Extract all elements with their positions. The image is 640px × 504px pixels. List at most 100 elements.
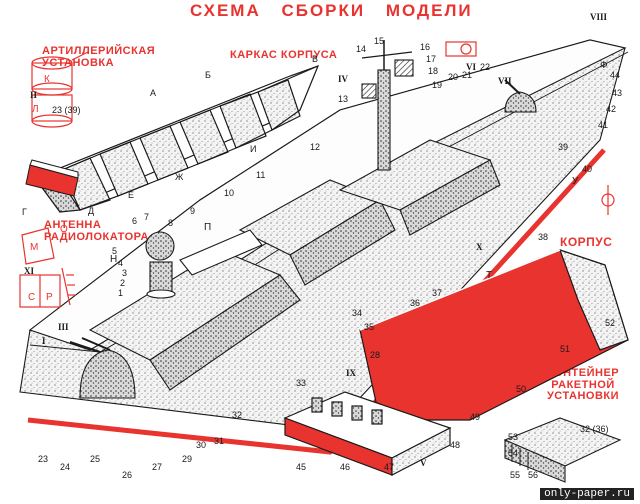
roman-callout: IV [338,74,349,84]
part-number-label: 42 [606,104,616,114]
part-number-label: 3 [122,268,127,278]
part-number-label: 20 [448,72,458,82]
missile-launchers [311,397,383,425]
part-number-label: 37 [432,288,442,298]
part-number-label: 10 [224,188,234,198]
hull-label: КОРПУС [560,235,613,249]
part-number-label: 36 [410,298,420,308]
frame-letter: Г [22,207,27,217]
watermark: only-paper.ru [540,488,634,500]
part-number-label: 6 [132,216,137,226]
part-number-label: 40 [582,164,592,174]
letter-callout: Л [32,104,39,115]
hull-frame-drawing [33,64,320,213]
frame-letter: Д [88,206,94,216]
part-number-label: 24 [60,462,70,472]
part-number-label: 16 [420,42,430,52]
red-hull-drawing [359,249,629,421]
container-inset [503,417,622,483]
part-number-label: 2 [120,278,125,288]
part-number-label: 47 [384,462,394,472]
part-number-label: 23 [38,454,48,464]
part-number-label: 48 [450,440,460,450]
frame-letter: Ж [175,172,184,182]
superstructure [88,139,501,391]
part-number-label: 19 [432,80,442,90]
letter-callout: П [204,222,211,233]
main-ship [19,39,629,455]
part-number-label: 22 [480,62,490,72]
part-number-label: 14 [356,44,366,54]
part-number-label: 1 [118,288,123,298]
radar-antenna-label: АНТЕННА РАДИОЛОКАТОРА [44,219,149,243]
part-number-label: 15 [374,36,384,46]
part-number-label: 28 [370,350,380,360]
part-number-label: 13 [338,94,348,104]
part-number-label: 41 [598,120,608,130]
letter-callout: Р [46,292,53,303]
part-number-label: 4 [118,258,123,268]
part-number-label: 31 [214,436,224,446]
part-number-label: 33 [296,378,306,388]
missile-container-label: КОНТЕЙНЕР РАКЕТНОЙ УСТАНОВКИ [546,367,620,403]
roman-callout: VI [466,62,476,72]
artillery-mount-label: АРТИЛЛЕРИЙСКАЯ УСТАНОВКА [42,45,156,69]
part-number-label: 34 [352,308,362,318]
part-number-label: 12 [310,142,320,152]
frame-letter: Б [205,70,211,80]
part-number-label: 8 [168,218,173,228]
letter-callout: С [28,292,35,303]
part-number-label: 56 [528,470,538,480]
part-number-label: 11 [256,170,265,180]
part-number-label: 51 [560,344,570,354]
radar-mast [361,40,414,171]
red-bow-piece [25,159,79,197]
aft-gun-turret [69,337,136,399]
forward-gun-turret [504,79,537,113]
antenna-inset [19,227,76,308]
part-number-label: 30 [196,440,206,450]
radar-dome [145,231,176,299]
part-number-label: 26 [122,470,132,480]
part-number-label: 9 [190,206,195,216]
part-number-label: 52 [605,318,615,328]
roman-callout: VII [498,76,512,86]
small-red-parts [445,41,615,215]
part-number-label: 29 [182,454,192,464]
letter-callout: К [44,74,50,85]
artillery-mount-inset [31,51,89,128]
part-number-label: 35 [364,322,374,332]
part-number-label: 44 [610,70,620,80]
part-number-label: 18 [428,66,438,76]
part-number-label: 27 [152,462,162,472]
letter-callout: М [30,242,38,253]
frame-letter: А [150,88,156,98]
missile-container-drawing [283,391,452,476]
letter-callout: О [60,224,68,235]
roman-callout: VIII [590,12,608,22]
letter-callout: Ф [600,60,608,71]
part-number-label: 45 [296,462,306,472]
letter-callout: Н [110,254,117,265]
roman-callout: IX [346,368,357,378]
frame-letter: Е [128,190,134,200]
part-number-label: 49 [470,412,480,422]
roman-callout: II [30,90,38,100]
part-number-label: 39 [558,142,568,152]
frame-letter: И [250,144,256,154]
part-number-label: 23 (39) [52,105,81,115]
roman-callout: III [58,322,69,332]
part-number-label: 55 [510,470,520,480]
letter-callout: У [572,176,579,187]
part-number-label: 54 [508,448,518,458]
part-number-label: 50 [516,384,526,394]
letter-callout: Т [486,270,492,281]
part-number-label: 53 [508,432,518,442]
frame-letter: В [312,54,318,64]
roman-callout: XI [24,266,34,276]
part-number-label: 25 [90,454,100,464]
part-number-label: 32 [232,410,242,420]
